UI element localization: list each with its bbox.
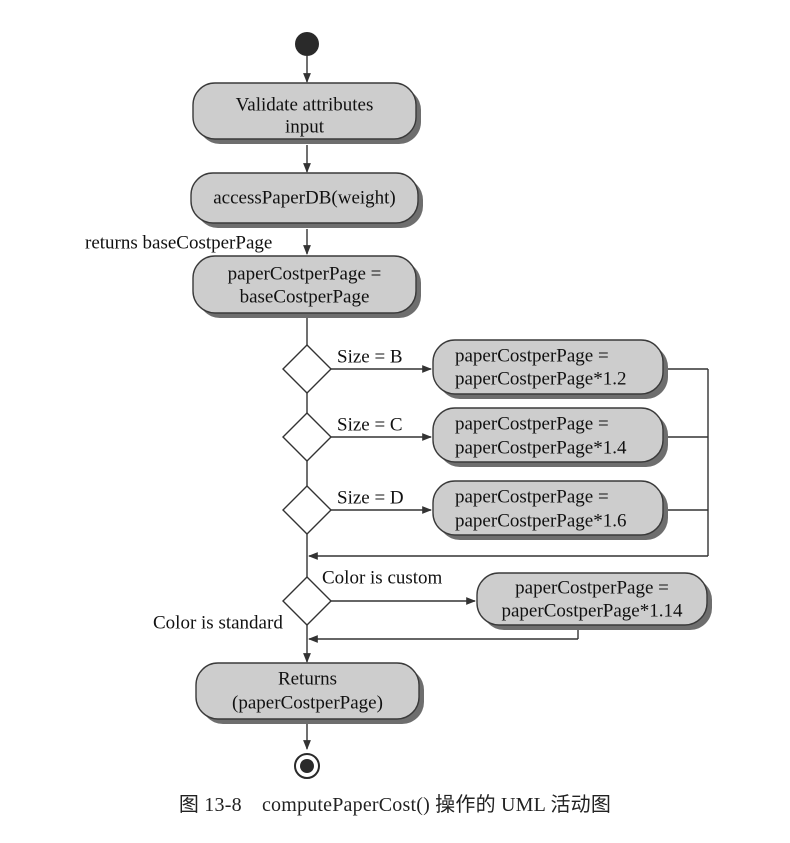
activity-assign-base-cost: paperCostperPage = baseCostperPage bbox=[192, 255, 421, 318]
activity-size-c-line-1: paperCostperPage = bbox=[455, 414, 609, 435]
final-node bbox=[294, 753, 320, 779]
activity-color-line-1: paperCostperPage = bbox=[515, 578, 669, 599]
guard-size-b: Size = B bbox=[337, 347, 403, 368]
label-returns-base-cost: returns baseCostperPage bbox=[85, 233, 272, 254]
activity-assign-line-2: baseCostperPage bbox=[240, 287, 370, 308]
activity-validate-attributes: Validate attributes input bbox=[192, 82, 421, 144]
activity-size-d: paperCostperPage = paperCostperPage*1.6 bbox=[432, 480, 668, 540]
activity-size-c: paperCostperPage = paperCostperPage*1.4 bbox=[432, 407, 668, 467]
activity-size-b-line-1: paperCostperPage = bbox=[455, 346, 609, 367]
flow-connectors bbox=[303, 56, 709, 750]
guard-color-standard: Color is standard bbox=[153, 613, 283, 634]
figure-caption: 图 13-8 computePaperCost() 操作的 UML 活动图 bbox=[178, 794, 612, 816]
activity-size-c-line-2: paperCostperPage*1.4 bbox=[455, 438, 627, 459]
activity-access-line-1: accessPaperDB(weight) bbox=[213, 188, 396, 209]
decision-size-d bbox=[282, 485, 332, 535]
guard-size-c: Size = C bbox=[337, 415, 403, 436]
decision-color bbox=[282, 576, 332, 626]
activity-returns: Returns (paperCostperPage) bbox=[195, 662, 424, 724]
decision-size-c bbox=[282, 412, 332, 462]
activity-returns-line-2: (paperCostperPage) bbox=[232, 693, 383, 714]
initial-node bbox=[295, 32, 319, 56]
activity-access-paper-db: accessPaperDB(weight) bbox=[190, 172, 423, 228]
guard-size-d: Size = D bbox=[337, 488, 404, 509]
activity-size-b-line-2: paperCostperPage*1.2 bbox=[455, 369, 626, 390]
activity-size-d-line-1: paperCostperPage = bbox=[455, 487, 609, 508]
guard-color-custom: Color is custom bbox=[322, 568, 443, 589]
activity-returns-line-1: Returns bbox=[278, 669, 337, 690]
activity-color-line-2: paperCostperPage*1.14 bbox=[502, 601, 683, 622]
activity-size-b: paperCostperPage = paperCostperPage*1.2 bbox=[432, 339, 668, 399]
activity-validate-line-2: input bbox=[285, 117, 325, 138]
activity-size-d-line-2: paperCostperPage*1.6 bbox=[455, 511, 626, 532]
activity-validate-line-1: Validate attributes bbox=[236, 95, 374, 116]
activity-assign-line-1: paperCostperPage = bbox=[228, 264, 382, 285]
activity-color-custom: paperCostperPage = paperCostperPage*1.14 bbox=[476, 572, 712, 630]
decision-size-b bbox=[282, 344, 332, 394]
uml-activity-diagram: Validate attributes input accessPaperDB(… bbox=[85, 32, 712, 779]
